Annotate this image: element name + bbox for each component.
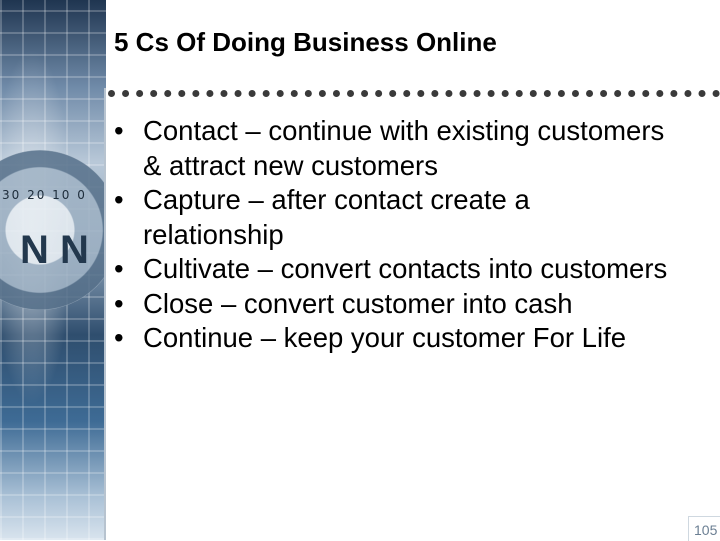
bullet-item-cultivate: • Cultivate – convert contacts into custo…	[114, 252, 674, 287]
bullet-item-contact: • Contact – continue with existing custom…	[114, 114, 674, 183]
bullet-icon: •	[114, 253, 124, 284]
bullet-icon: •	[114, 287, 124, 319]
slide-title: 5 Cs Of Doing Business Online	[114, 27, 497, 57]
bullet-item-close: • Close – convert customer into cash	[114, 287, 674, 322]
bullet-icon: •	[114, 115, 124, 146]
compass-numbers: 30 20 10 0	[2, 188, 87, 202]
bullet-item-continue: • Continue – keep your customer For Life	[114, 321, 674, 356]
bullet-list: • Contact – continue with existing custom…	[114, 114, 674, 356]
title-band	[106, 0, 720, 92]
title-divider	[108, 90, 720, 97]
bullet-item-capture: • Capture – after contact create a relati…	[114, 183, 674, 252]
bullet-text: Capture – after contact create a relatio…	[143, 184, 530, 250]
bullet-text: Continue – keep your customer For Life	[143, 322, 627, 353]
compass-letters: N N	[20, 228, 89, 272]
bullet-text: Close – convert customer into cash	[143, 287, 573, 319]
bullet-icon: •	[114, 322, 124, 353]
bullet-text: Contact – continue with existing custome…	[143, 115, 665, 181]
content-divider	[104, 88, 106, 540]
decorative-compass-image: 30 20 10 0 N N	[0, 0, 106, 540]
bullet-text: Cultivate – convert contacts into custom…	[143, 253, 668, 284]
page-number-box	[688, 516, 720, 541]
page-number: 105	[694, 522, 718, 538]
bullet-icon: •	[114, 184, 124, 215]
compass-icon	[0, 150, 106, 310]
